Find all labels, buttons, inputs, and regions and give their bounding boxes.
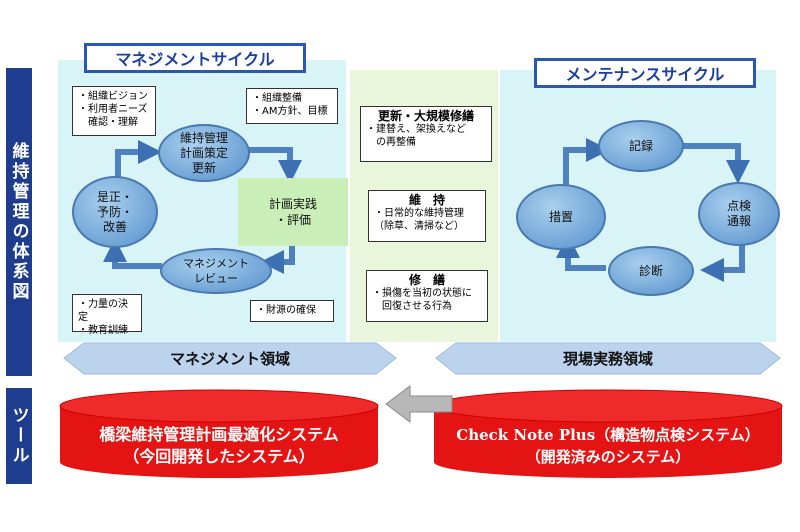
- arrow-execute-to-review: [260, 240, 295, 274]
- diagnose-node: 診断: [608, 246, 694, 296]
- arrow-inspect-to-diagnose: [700, 244, 745, 282]
- arrow-review-to-correct: [103, 238, 162, 269]
- measure-node: 措置: [516, 184, 606, 250]
- management-cycle-title: マネジメントサイクル: [84, 43, 306, 73]
- renewal-box: 更新・大規模修繕 ・建替え、架換えなど の再整備: [360, 106, 492, 162]
- management-band-label: マネジメント領域: [169, 350, 290, 368]
- tools-side-label: ツール: [6, 388, 32, 484]
- arrow-measure-to-record: [563, 138, 610, 186]
- arrow-correct-to-plan: [115, 140, 162, 185]
- arrow-plan-to-execute: [246, 147, 302, 184]
- right-cylinder: [433, 389, 783, 478]
- execute-line-1: 計画実践: [268, 197, 317, 211]
- correct-node: 是正・予防・改善: [72, 176, 158, 248]
- plan-node: 維持管理計画策定更新: [158, 124, 250, 182]
- note-capability: ・力量の決定・教育訓練: [72, 294, 142, 336]
- execute-line-2: ・評価: [274, 213, 311, 227]
- right-tool-label: Check Note Plus（構造物点検システム）（開発済みのシステム）: [456, 426, 760, 466]
- note-vision: ・組織ビジョン・利用者ニーズ 確認・理解: [72, 86, 156, 136]
- maintenance-cycle-title: メンテナンスサイクル: [534, 58, 756, 88]
- note-organization: ・組織整備・AM方針、目標: [246, 88, 338, 124]
- arrow-record-to-inspect: [680, 143, 750, 184]
- left-cylinder: [59, 389, 379, 478]
- record-node: 記録: [598, 120, 684, 172]
- maintain-box: 維 持 ・日常的な維持管理（除草、清掃など）: [368, 190, 486, 242]
- repair-box: 修 繕 ・損傷を当初の状態に 回復させる行為: [366, 270, 488, 322]
- arrow-diagnose-to-measure: [556, 234, 606, 271]
- left-tool-label: 橋梁維持管理計画最適化システム（今回開発したシステム）: [99, 425, 339, 466]
- field-band: [435, 342, 781, 375]
- management-band: [63, 342, 397, 375]
- transfer-arrow: [385, 385, 453, 423]
- plan-execute-box: 計画実践 ・評価: [238, 178, 348, 246]
- review-node: マネジメントレビュー: [160, 248, 272, 294]
- system-side-label: 維持管理の体系図: [6, 68, 32, 376]
- note-finance: ・財源の確保: [250, 300, 334, 322]
- field-band-label: 現場実務領域: [562, 350, 653, 368]
- inspect-node: 点検通報: [698, 182, 780, 246]
